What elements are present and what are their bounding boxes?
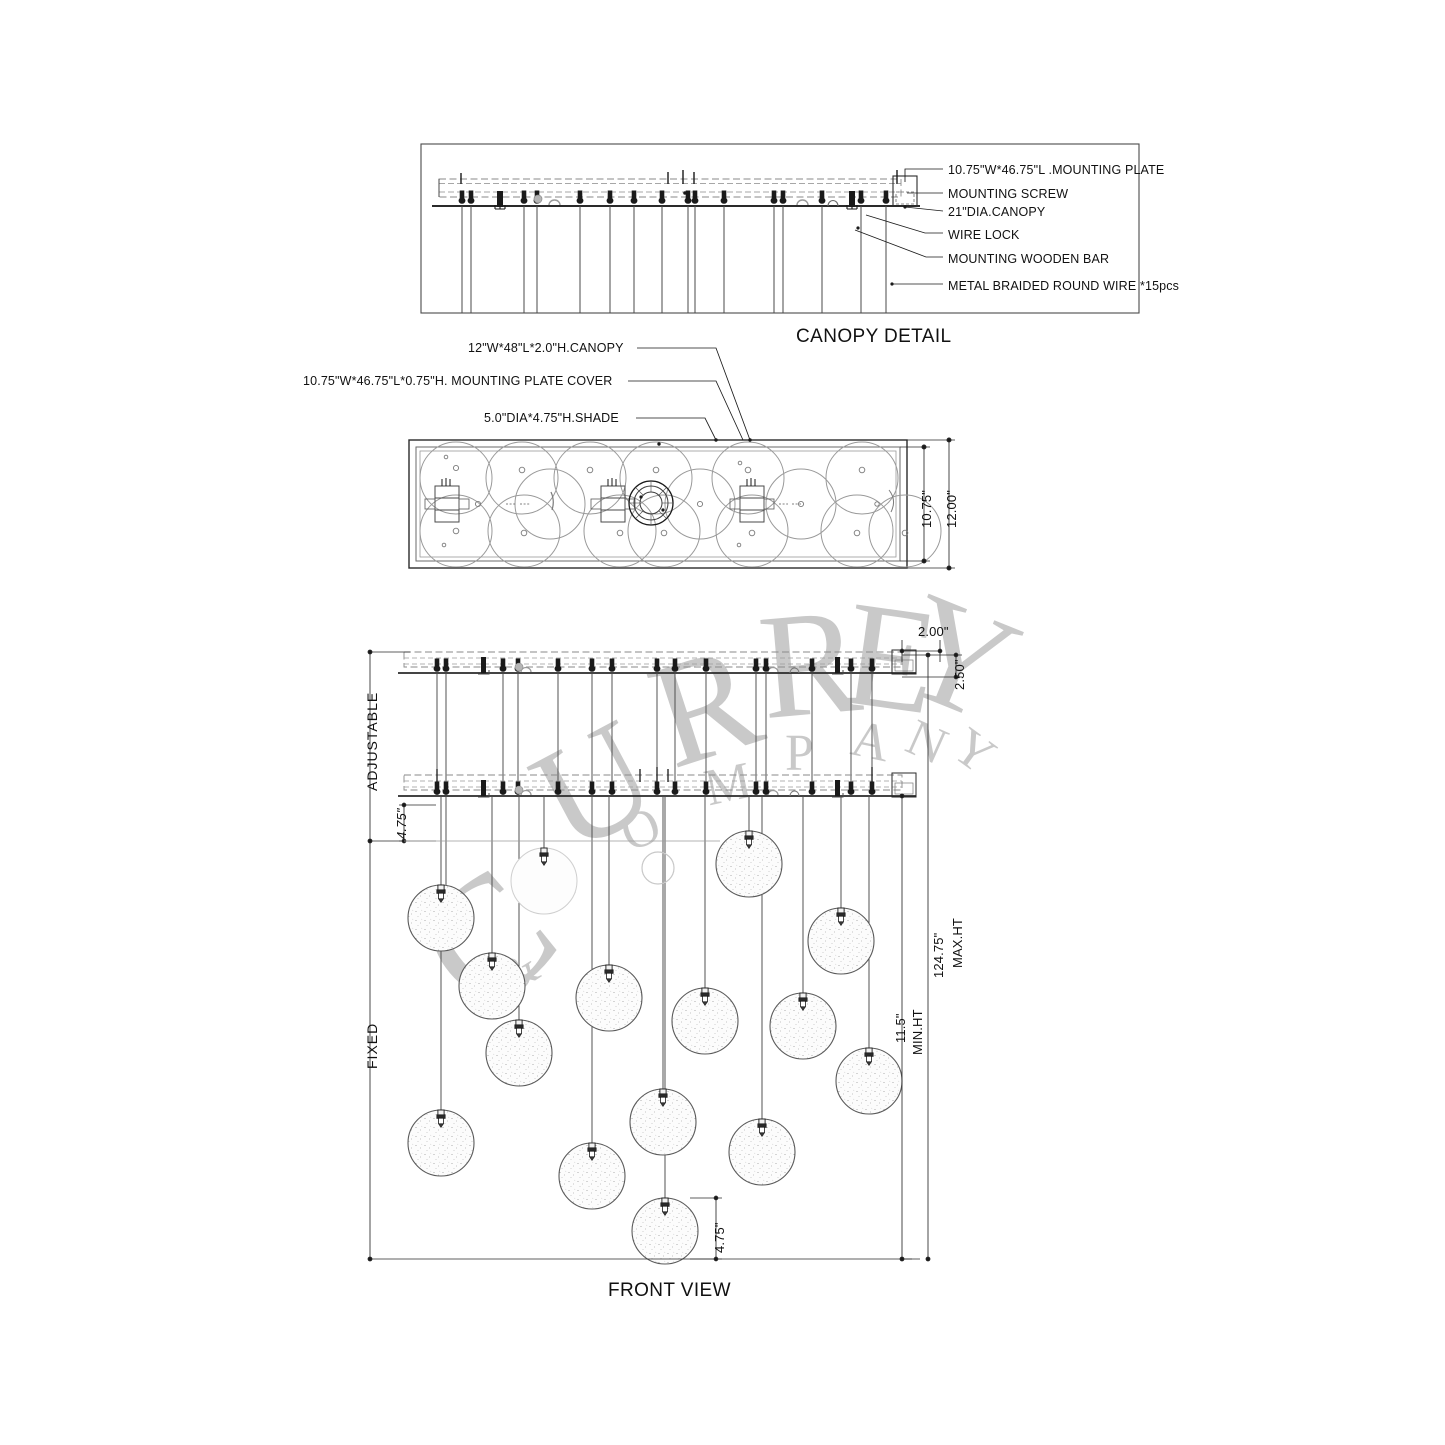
callout-shade-size: 5.0"DIA*4.75"H.SHADE xyxy=(484,411,619,425)
zone-label-fixed: FIXED xyxy=(364,1022,380,1069)
plan-view-junction-box xyxy=(628,480,674,526)
callout-wire-lock: WIRE LOCK xyxy=(948,228,1020,242)
dimension-plan-inner-width: 10.75" xyxy=(919,489,934,528)
plan-view xyxy=(408,347,955,571)
zone-label-adjustable: ADJUSTABLE xyxy=(364,691,380,791)
front-view-left-dimensions xyxy=(367,649,920,1262)
front-view-shade-height-dimension xyxy=(690,1195,722,1262)
front-view-lower-canopy xyxy=(398,767,917,798)
front-view-upper-canopy xyxy=(398,649,917,675)
dimension-canopy-height: 2.50" xyxy=(952,659,967,690)
callout-mounting-plate: 10.75"W*46.75"L .MOUNTING PLATE xyxy=(948,163,1165,177)
callout-mounting-wooden-bar: MOUNTING WOODEN BAR xyxy=(948,252,1110,266)
dimension-max-height-value: 124.75" xyxy=(931,932,946,978)
canopy-detail-frame xyxy=(420,143,1140,314)
dimension-max-height-label: MAX.HT xyxy=(950,917,965,968)
front-view-globes xyxy=(407,830,903,1265)
front-view-top-dimensions xyxy=(899,640,962,680)
front-view xyxy=(367,640,962,1265)
callout-canopy-diameter: 21"DIA.CANOPY xyxy=(948,205,1046,219)
callout-mounting-plate-cover: 10.75"W*46.75"L*0.75"H. MOUNTING PLATE C… xyxy=(303,374,613,388)
dimension-shade-height: 4.75" xyxy=(712,1222,727,1253)
front-view-right-dimensions xyxy=(899,652,931,1262)
title-canopy-detail: CANOPY DETAIL xyxy=(796,326,952,347)
canopy-detail-wires xyxy=(461,206,887,313)
canopy-detail-leaders xyxy=(854,168,944,286)
callout-metal-braided-wire: METAL BRAIDED ROUND WIRE *15pcs xyxy=(948,279,1180,293)
canopy-detail-body xyxy=(432,170,920,313)
dimension-canopy-depth: 2.00" xyxy=(918,624,949,639)
title-front-view: FRONT VIEW xyxy=(608,1280,731,1301)
callout-mounting-screw: MOUNTING SCREW xyxy=(948,187,1069,201)
plan-view-mounting-blocks xyxy=(424,478,775,523)
dimension-min-height-value: 11.5" xyxy=(893,1013,908,1043)
front-view-adjustable-wires xyxy=(436,673,873,795)
callout-canopy-size: 12"W*48"L*2.0"H.CANOPY xyxy=(468,341,624,355)
plan-view-dimensions xyxy=(900,437,955,571)
dimension-min-height-label: MIN.HT xyxy=(910,1009,925,1055)
dimension-plan-outer-width: 12.00" xyxy=(944,489,959,528)
dimension-drop-offset: 4.75" xyxy=(394,808,409,839)
